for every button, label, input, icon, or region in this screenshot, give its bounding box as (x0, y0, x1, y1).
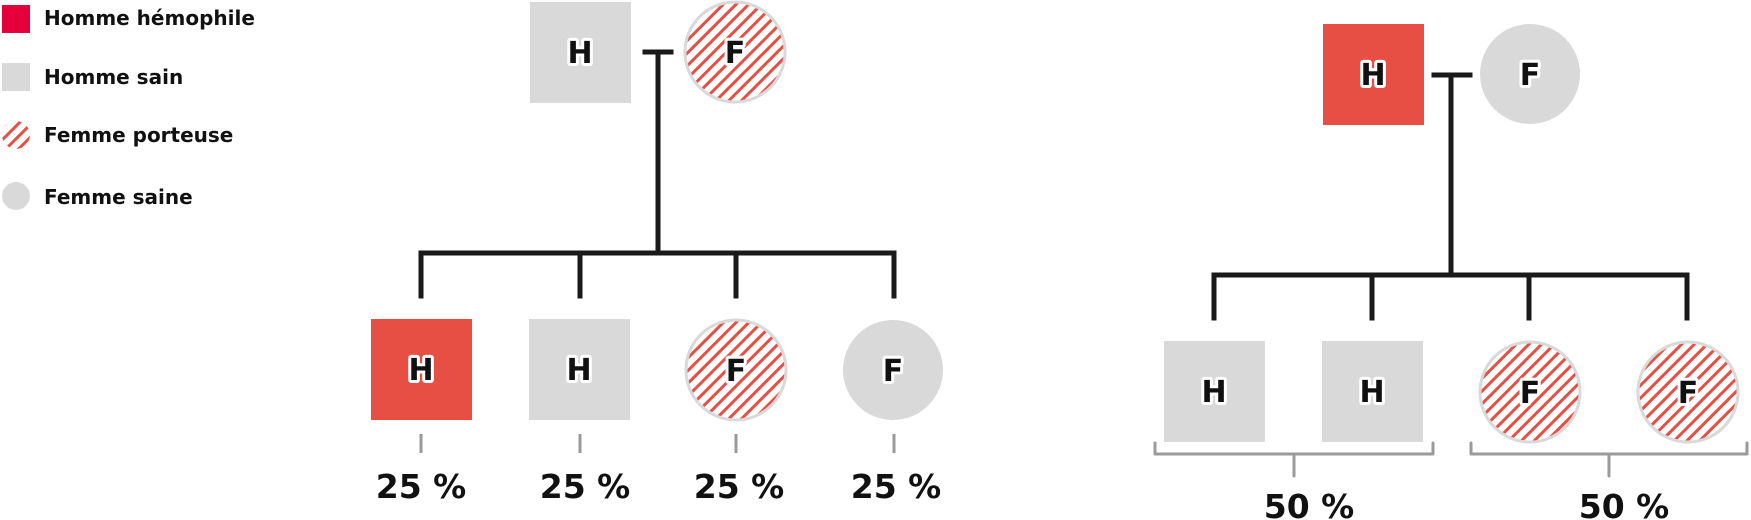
probability-label: 25 % (694, 467, 784, 506)
group-bracket-boys (1153, 441, 1435, 478)
mother-symbol: F F (1480, 24, 1580, 124)
legend-swatch-healthy-female (2, 182, 30, 210)
probability-label: 50 % (1579, 487, 1669, 520)
symbol-letter: F (1520, 58, 1541, 93)
child-symbol: H H (1322, 341, 1423, 442)
legend-item-femme-porteuse: Femme porteuse (2, 121, 233, 149)
family-lines (1211, 72, 1690, 321)
legend-label: Femme saine (44, 185, 193, 209)
svg-text:F: F (1520, 376, 1541, 411)
group-brackets (1153, 441, 1749, 478)
legend-label: Homme sain (44, 65, 183, 89)
pedigree-hemophile-father-healthy-mother: H H F F H H H H F F F F (1153, 24, 1749, 520)
svg-text:H: H (1359, 375, 1384, 410)
family-lines (418, 49, 897, 299)
legend-swatch-healthy-male (2, 63, 30, 91)
child-symbol: H H (1164, 341, 1265, 442)
legend-item-homme-hemophile: Homme hémophile (2, 5, 255, 33)
svg-text:H: H (1201, 375, 1226, 410)
child-symbol: F F (843, 320, 943, 420)
symbol-letter: H (1201, 375, 1226, 410)
legend: Homme hémophile Homme sain Femme porteus… (2, 5, 255, 210)
legend-label: Femme porteuse (44, 123, 233, 147)
legend-swatch-hemophile-male (2, 5, 30, 33)
symbol-letter: H (566, 353, 591, 388)
svg-text:H: H (566, 353, 591, 388)
legend-label: Homme hémophile (44, 6, 255, 30)
father-symbol: H H (1323, 24, 1424, 125)
legend-item-femme-saine: Femme saine (2, 182, 193, 210)
mother-symbol: F F (683, 0, 787, 104)
symbol-letter: F (883, 354, 904, 389)
svg-text:H: H (567, 36, 592, 71)
child-symbol: F F (684, 318, 788, 422)
svg-text:F: F (883, 354, 904, 389)
legend-swatch-carrier-female (2, 121, 30, 149)
svg-text:F: F (725, 36, 746, 71)
svg-text:F: F (1678, 376, 1699, 411)
svg-text:H: H (408, 353, 433, 388)
child-symbol: H H (371, 319, 472, 420)
pedigree-healthy-father-carrier-mother: H H F F H H H H F F F F (371, 0, 943, 506)
father-symbol: H H (530, 2, 631, 103)
symbol-letter: F (726, 354, 747, 389)
symbol-letter: H (1360, 58, 1385, 93)
child-symbol: H H (529, 319, 630, 420)
symbol-letter: H (567, 36, 592, 71)
legend-item-homme-sain: Homme sain (2, 63, 183, 91)
child-symbol: F F (1636, 340, 1740, 444)
symbol-letter: F (1520, 376, 1541, 411)
probability-label: 25 % (851, 467, 941, 506)
probability-label: 25 % (376, 467, 466, 506)
child-symbol: F F (1478, 340, 1582, 444)
probability-label: 25 % (540, 467, 630, 506)
probability-ticks (419, 434, 896, 453)
symbol-letter: F (1678, 376, 1699, 411)
svg-text:F: F (726, 354, 747, 389)
symbol-letter: H (1359, 375, 1384, 410)
symbol-letter: H (408, 353, 433, 388)
group-bracket-girls (1469, 441, 1749, 478)
svg-text:H: H (1360, 58, 1385, 93)
svg-text:F: F (1520, 58, 1541, 93)
symbol-letter: F (725, 36, 746, 71)
probability-label: 50 % (1264, 487, 1354, 520)
